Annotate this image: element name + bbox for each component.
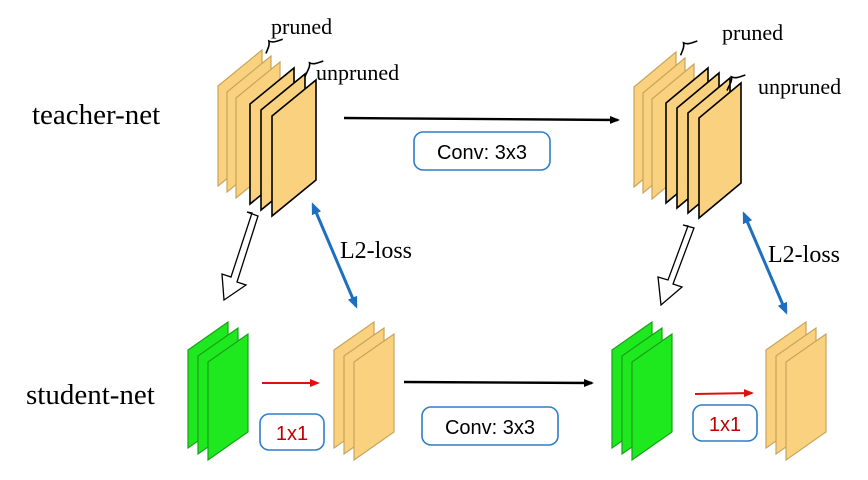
conv3x3-label-student: Conv: 3x3: [445, 417, 535, 439]
teacher-feature-stack-left: [217, 38, 324, 218]
student-feature-map: [207, 332, 249, 462]
student-feature-stack-left: [187, 320, 249, 462]
hollow-arrow-right: [657, 224, 695, 307]
teacher-net-label: teacher-net: [32, 99, 160, 131]
l2-loss-arrow-left: [311, 202, 358, 309]
pruned-brace: [265, 38, 283, 54]
l2-loss-label-left: L2-loss: [340, 238, 412, 264]
teacher-feature-stack-right: [633, 40, 746, 220]
conv3x3-box-teacher: [413, 131, 551, 171]
conv-arrow-teacher: [343, 115, 620, 124]
hollow-arrow-left: [221, 211, 259, 302]
unpruned-brace: [304, 60, 324, 77]
conv3x3-label-teacher: Conv: 3x3: [437, 142, 527, 164]
teacher-feature-map-unpruned: [271, 78, 317, 218]
projected-feature-stack-left: [333, 320, 395, 462]
student-net-label: student-net: [26, 379, 155, 411]
pruned-label: pruned: [271, 14, 332, 39]
teacher-feature-map-unpruned: [698, 81, 742, 220]
conv1x1-box-left: [259, 413, 325, 451]
l2-loss-label-right: L2-loss: [768, 242, 840, 268]
l2-loss-arrow-right: [742, 211, 788, 315]
student-feature-map: [631, 332, 673, 462]
conv1x1-box-right: [692, 404, 758, 442]
pruned-brace: [679, 40, 698, 56]
conv1x1-arrow-right: [694, 389, 754, 398]
projected-feature-map: [785, 332, 827, 462]
unpruned-label-right: unpruned: [758, 74, 841, 99]
conv1x1-label-right: 1x1: [709, 414, 741, 436]
unpruned-label: unpruned: [316, 60, 399, 85]
unpruned-brace: [726, 74, 746, 91]
projected-feature-stack-right: [765, 320, 827, 462]
conv1x1-label-left: 1x1: [276, 423, 308, 445]
projected-feature-map: [353, 332, 395, 462]
pruned-label-right: pruned: [722, 20, 783, 45]
conv3x3-box-student: [421, 406, 559, 446]
conv-arrow-student: [403, 378, 594, 387]
student-feature-stack-right: [611, 320, 673, 462]
